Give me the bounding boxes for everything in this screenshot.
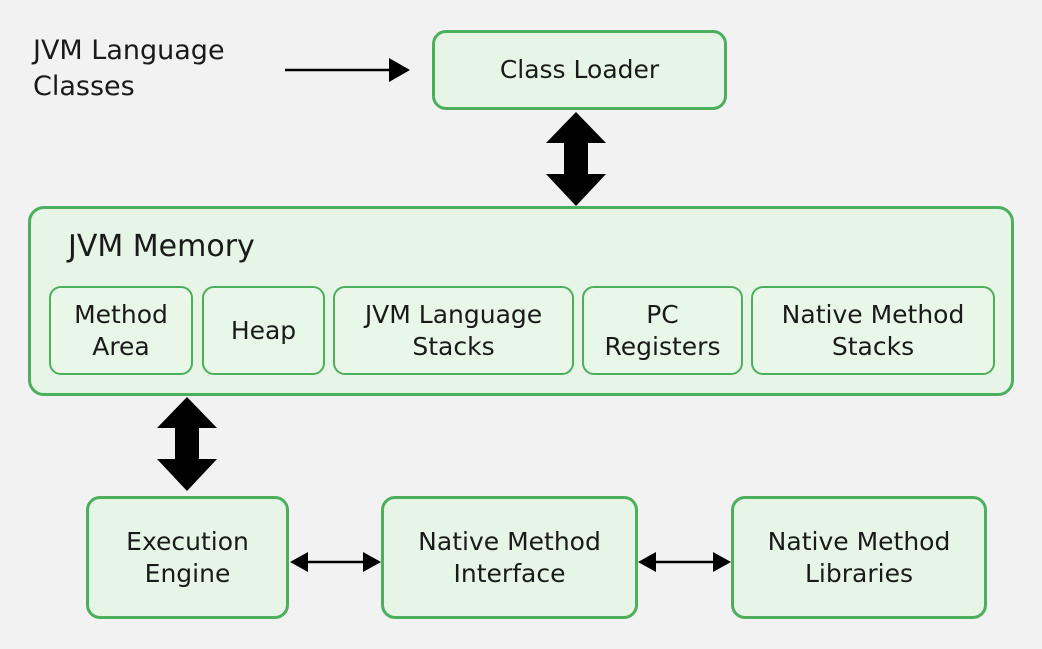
engine-interface-double-arrow bbox=[290, 552, 381, 572]
native-method-stacks-box: Native Method Stacks bbox=[751, 286, 995, 375]
jvm-language-stacks-box: JVM Language Stacks bbox=[333, 286, 574, 375]
class-loader-box: Class Loader bbox=[432, 30, 727, 110]
interface-libraries-double-arrow bbox=[638, 552, 731, 572]
method-area-box: Method Area bbox=[49, 286, 193, 375]
native-method-libraries-box: Native Method Libraries bbox=[731, 496, 987, 619]
native-method-interface-box: Native Method Interface bbox=[381, 496, 638, 619]
classloader-memory-double-arrow bbox=[546, 112, 606, 206]
jvm-language-classes-label: JVM Language Classes bbox=[33, 35, 225, 102]
memory-engine-double-arrow bbox=[157, 397, 217, 491]
source-to-classloader-arrow bbox=[285, 58, 410, 82]
pc-registers-box: PC Registers bbox=[582, 286, 743, 375]
execution-engine-box: Execution Engine bbox=[86, 496, 289, 619]
heap-box: Heap bbox=[202, 286, 325, 375]
jvm-memory-title: JVM Memory bbox=[68, 229, 255, 264]
